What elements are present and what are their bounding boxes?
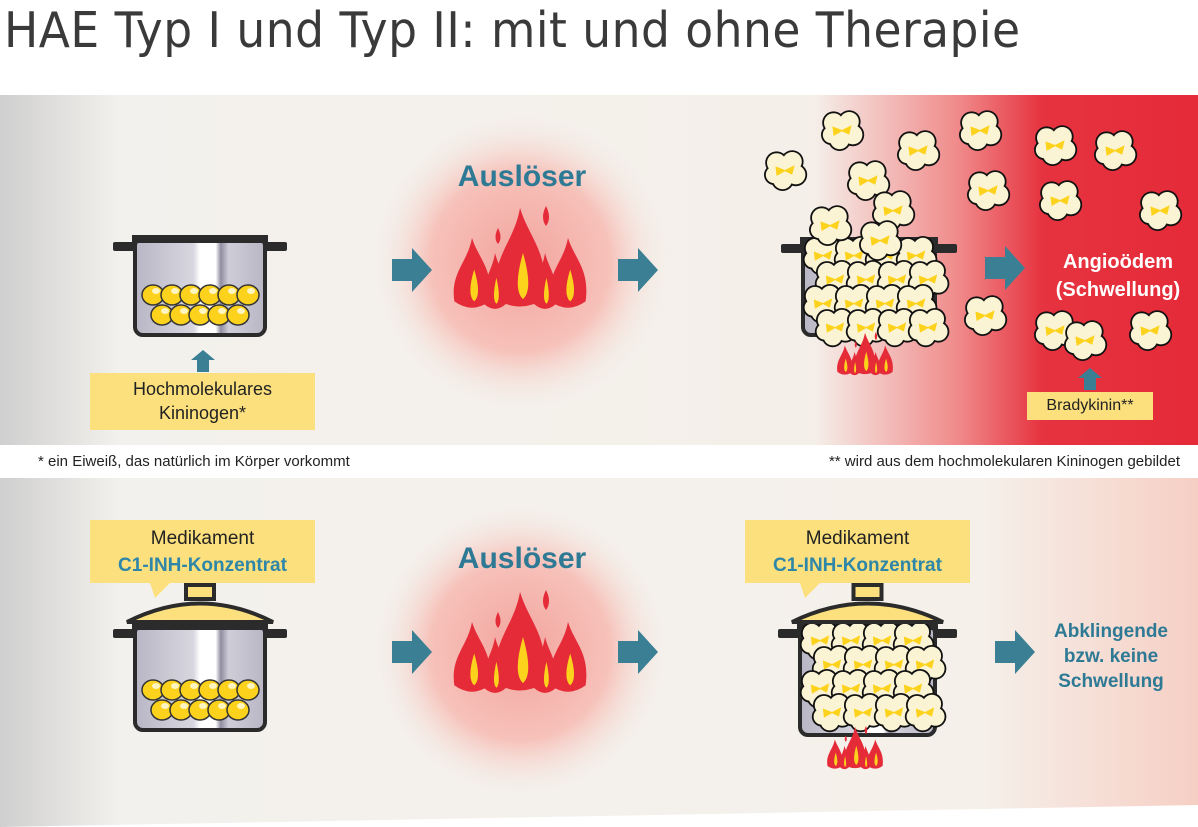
kernel bbox=[226, 699, 250, 721]
pot-handle-right bbox=[263, 629, 287, 638]
popcorn-icon bbox=[830, 620, 873, 661]
popcorn-icon bbox=[1129, 310, 1173, 351]
medication-label-box-right: Medikament C1-INH-Konzentrat bbox=[745, 520, 970, 583]
popcorn-icon bbox=[873, 692, 916, 733]
popcorn-icon bbox=[967, 170, 1011, 212]
pot-handle-left bbox=[113, 629, 137, 638]
arrow-right-icon bbox=[985, 246, 1025, 290]
popcorn-icon bbox=[904, 692, 947, 733]
kininogen-label-line2: Kininogen* bbox=[158, 403, 247, 423]
label-pointer bbox=[800, 583, 820, 598]
kernel bbox=[236, 679, 260, 701]
kernel bbox=[236, 284, 260, 306]
medication-label-box-left: Medikament C1-INH-Konzentrat bbox=[90, 520, 315, 583]
popcorn-icon bbox=[845, 307, 888, 348]
popcorn-icon bbox=[1039, 180, 1083, 222]
arrow-up-icon bbox=[1078, 368, 1102, 390]
pot-handle-right bbox=[263, 242, 287, 251]
subsiding-line2: bzw. keine bbox=[1063, 646, 1159, 667]
pot-popcorn-lid-bottom bbox=[778, 583, 957, 737]
medication-label: Medikament bbox=[150, 528, 255, 549]
arrow-right-icon bbox=[995, 630, 1035, 674]
pot-handle-left bbox=[781, 244, 805, 253]
popcorn-icon bbox=[959, 110, 1003, 152]
bradykinin-label-box: Bradykinin** bbox=[1027, 392, 1153, 420]
label-pointer bbox=[150, 583, 170, 598]
popcorn-icon bbox=[964, 295, 1008, 336]
popcorn-icon bbox=[861, 620, 904, 661]
popcorn-icon bbox=[809, 205, 853, 247]
pot-rim bbox=[132, 235, 268, 243]
small-flame-icon-top bbox=[837, 331, 893, 376]
arrow-right-icon bbox=[618, 248, 658, 292]
pot-handle-left bbox=[778, 629, 802, 638]
popcorn-icon bbox=[907, 307, 950, 348]
popcorn-icon bbox=[897, 130, 941, 172]
kininogen-label-line1: Hochmolekulares bbox=[132, 379, 273, 399]
page-title: HAE Typ I und Typ II: mit und ohne Thera… bbox=[4, 2, 1021, 59]
popcorn-icon bbox=[1034, 125, 1078, 167]
medication-label: Medikament bbox=[805, 528, 910, 549]
pot-handle-right bbox=[933, 629, 957, 638]
footnote-left: * ein Eiweiß, das natürlich im Körper vo… bbox=[38, 453, 350, 470]
kernel bbox=[226, 304, 250, 326]
flame-icon-bottom bbox=[453, 590, 587, 693]
trigger-label-bottom: Auslöser bbox=[457, 542, 587, 575]
pot-lid bbox=[126, 601, 274, 624]
arrow-right-icon bbox=[392, 630, 432, 674]
pot-lid-knob bbox=[851, 583, 884, 601]
popcorn-icon bbox=[842, 692, 885, 733]
popcorn-icon bbox=[1094, 130, 1138, 172]
popcorn-icon bbox=[847, 160, 891, 202]
popcorn-icon bbox=[814, 307, 857, 348]
popcorn-icon bbox=[861, 668, 904, 709]
medication-name: C1-INH-Konzentrat bbox=[118, 555, 287, 576]
popcorn-icon bbox=[1064, 320, 1108, 361]
popcorn-icon bbox=[821, 110, 865, 152]
pot-lid-knob bbox=[184, 583, 216, 601]
pot-handle-right bbox=[933, 244, 957, 253]
pot-lid bbox=[791, 601, 944, 624]
pot-handle-left bbox=[113, 242, 137, 251]
angioedema-label: Angioödem (Schwellung) bbox=[1056, 248, 1180, 304]
pot-kernels-lid-bottom bbox=[113, 583, 287, 732]
subsiding-line3: Schwellung bbox=[1058, 671, 1164, 692]
kininogen-label-box: Hochmolekulares Kininogen* bbox=[90, 373, 315, 430]
popcorn-icon bbox=[764, 150, 808, 192]
flame-icon-top bbox=[453, 206, 587, 309]
trigger-label-top: Auslöser bbox=[457, 160, 587, 193]
subsiding-line1: Abklingende bbox=[1053, 621, 1169, 642]
arrow-up-icon bbox=[191, 350, 215, 372]
arrow-right-icon bbox=[618, 630, 658, 674]
arrow-right-icon bbox=[392, 248, 432, 292]
subsiding-swelling-label: Abklingende bzw. keine Schwellung bbox=[1054, 619, 1168, 694]
angioedema-label-line2: (Schwellung) bbox=[1055, 279, 1181, 301]
popcorn-icon bbox=[1139, 190, 1183, 232]
angioedema-label-line1: Angioödem bbox=[1062, 251, 1173, 273]
popcorn-icon bbox=[811, 692, 854, 733]
small-flame-icon-bottom bbox=[827, 725, 883, 770]
footnote-right: ** wird aus dem hochmolekularen Kininoge… bbox=[828, 453, 1180, 470]
pot-kernels-top bbox=[113, 235, 287, 337]
medication-name: C1-INH-Konzentrat bbox=[773, 555, 942, 576]
popcorn-icon bbox=[859, 220, 903, 261]
popcorn-icon bbox=[876, 307, 919, 348]
pot-rim bbox=[132, 622, 268, 630]
popcorn-icon bbox=[872, 190, 916, 232]
